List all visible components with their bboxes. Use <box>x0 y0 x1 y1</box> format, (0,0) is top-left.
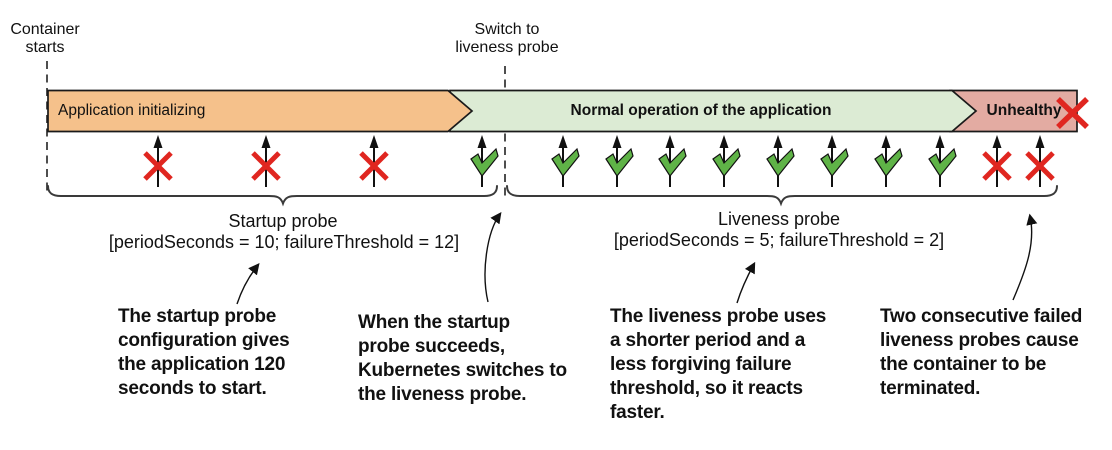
startup-probe-name: Startup probe <box>228 211 338 231</box>
annotation-arrow-liveness-config <box>736 261 756 304</box>
liveness-probe-success-check-icon <box>928 135 957 187</box>
startup-probe-fail-x-icon <box>251 135 281 187</box>
normal-operation-segment-label: Normal operation of the application <box>570 102 832 119</box>
liveness-probe-fail-x-icon <box>1025 135 1055 187</box>
startup-probe-brace <box>47 185 498 207</box>
initializing-segment-label: Application initializing <box>58 102 206 119</box>
liveness-probe-success-check-icon <box>820 135 849 187</box>
liveness-probe-success-check-icon <box>874 135 903 187</box>
container-starts-label: Container starts <box>10 21 80 56</box>
annotation-terminated: Two consecutive failed liveness probes c… <box>880 306 1083 399</box>
liveness-probe-fail-x-icon <box>982 135 1012 187</box>
annotation-arrow-terminated <box>1012 213 1038 301</box>
liveness-probe-success-check-icon <box>766 135 795 187</box>
liveness-probe-success-check-icon <box>551 135 580 187</box>
annotation-switch: When the startup probe succeeds, Kuberne… <box>358 312 567 405</box>
initializing-segment <box>47 89 474 133</box>
startup-probe-config: [periodSeconds = 10; failureThreshold = … <box>108 232 460 252</box>
annotation-startup-config: The startup probe configuration gives th… <box>118 306 290 399</box>
liveness-probe-success-check-icon <box>712 135 741 187</box>
liveness-probe-success-check-icon <box>658 135 687 187</box>
probe-marks-layer <box>143 135 1055 187</box>
annotation-arrow-startup-config <box>236 263 260 305</box>
unhealthy-segment-label: Unhealthy <box>986 102 1062 119</box>
terminated-x-icon <box>1056 97 1089 129</box>
annotation-arrow-switch <box>484 211 502 303</box>
liveness-probe-brace <box>506 185 1058 207</box>
startup-probe-fail-x-icon <box>143 135 173 187</box>
liveness-probe-success-check-icon <box>605 135 634 187</box>
startup-probe-success-check-icon <box>470 135 499 187</box>
annotation-liveness-config: The liveness probe uses a shorter period… <box>610 306 827 423</box>
startup-probe-fail-x-icon <box>359 135 389 187</box>
switch-to-liveness-label: Switch to liveness probe <box>455 21 559 56</box>
liveness-probe-name: Liveness probe <box>717 209 841 229</box>
liveness-probe-config: [periodSeconds = 5; failureThreshold = 2… <box>613 230 945 250</box>
